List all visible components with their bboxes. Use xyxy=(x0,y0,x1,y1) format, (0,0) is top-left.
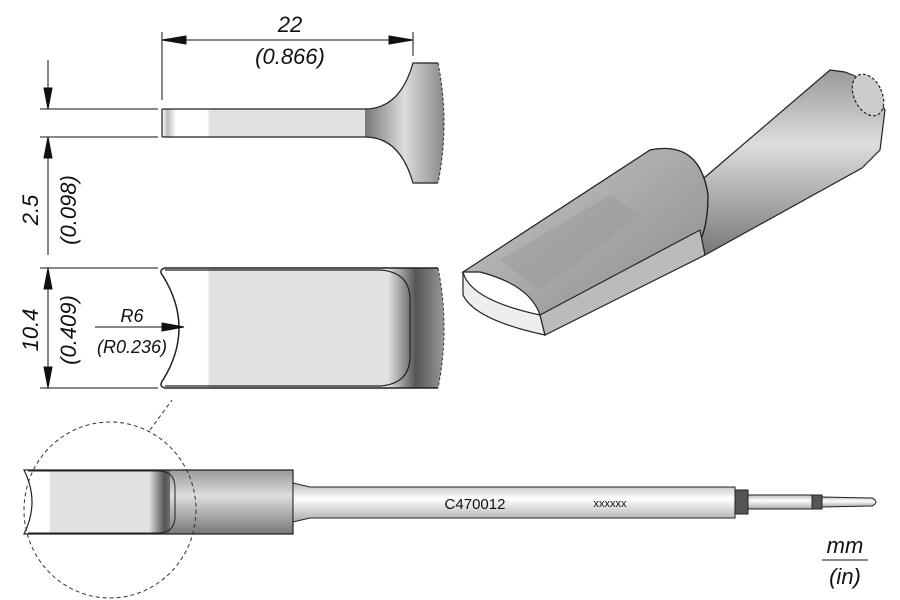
thickness-mm-label: 2.5 xyxy=(18,194,43,226)
radius-in-label: (R0.236) xyxy=(97,337,167,357)
top-view xyxy=(160,267,445,389)
thickness-in-label: (0.098) xyxy=(56,175,81,245)
width-in-label: (0.409) xyxy=(56,295,81,365)
full-tip-view xyxy=(23,399,877,599)
isometric-view xyxy=(460,69,886,336)
side-view xyxy=(161,62,445,184)
length-in-label: (0.866) xyxy=(255,44,325,69)
length-mm-label: 22 xyxy=(277,12,302,37)
serial-placeholder: xxxxxx xyxy=(594,498,628,510)
unit-secondary: (in) xyxy=(829,564,861,589)
width-mm-label: 10.4 xyxy=(18,309,43,352)
thickness-dimension xyxy=(40,60,158,255)
length-dimension xyxy=(161,32,414,100)
radius-mm-label: R6 xyxy=(120,306,144,326)
width-dimension xyxy=(40,267,185,389)
unit-primary: mm xyxy=(827,533,864,558)
part-code: C470012 xyxy=(445,496,506,513)
